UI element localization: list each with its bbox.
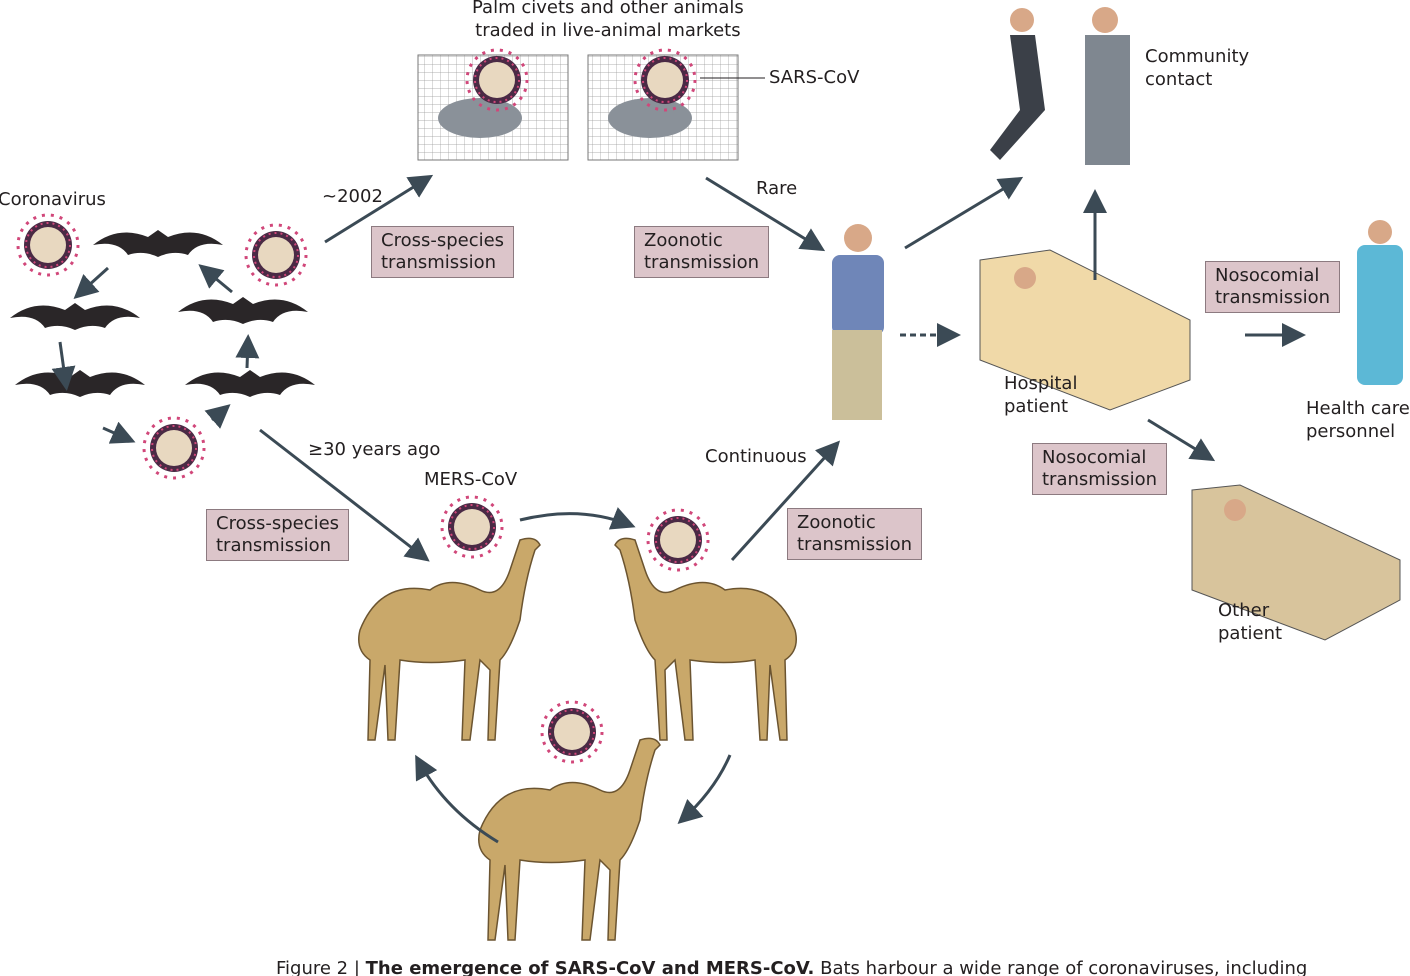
rare-label: Rare [756,178,798,199]
mers-camels [358,495,797,941]
health-care-personnel-label: Health care personnel [1306,398,1410,442]
nosocomial-transmission-box-right: Nosocomial transmission [1205,261,1340,313]
nosocomial-transmission-box-mid: Nosocomial transmission [1032,443,1167,495]
hospital-beds [979,249,1401,641]
years-ago-label: ≥30 years ago [308,439,441,460]
hospital-patient-label: Hospital patient [1004,373,1078,417]
caption-prefix: Figure 2 | [276,958,366,976]
caption-title: The emergence of SARS-CoV and MERS-CoV. [365,958,815,976]
cross-species-transmission-box-bottom: Cross-species transmission [206,509,350,561]
people [832,7,1403,420]
market-cages [417,48,765,161]
caption-text: Bats harbour a wide range of coronavirus… [814,958,1308,976]
palm-civets-label: Palm civets and other animals traded in … [472,0,744,41]
other-patient-label: Other patient [1218,600,1283,644]
zoonotic-transmission-box-bottom: Zoonotic transmission [787,508,922,560]
sars-cov-label: SARS-CoV [769,67,860,88]
arrows [51,174,1306,844]
community-contact-label: Community contact [1145,46,1250,90]
continuous-label: Continuous [705,446,807,467]
figure-caption: Figure 2 | The emergence of SARS-CoV and… [276,958,1307,976]
zoonotic-transmission-box-top: Zoonotic transmission [634,226,769,278]
mers-cov-label: MERS-CoV [424,469,518,490]
year-2002-label: ~2002 [322,186,383,207]
cross-species-transmission-box-top: Cross-species transmission [371,226,515,278]
coronavirus-label: Coronavirus [0,189,106,210]
